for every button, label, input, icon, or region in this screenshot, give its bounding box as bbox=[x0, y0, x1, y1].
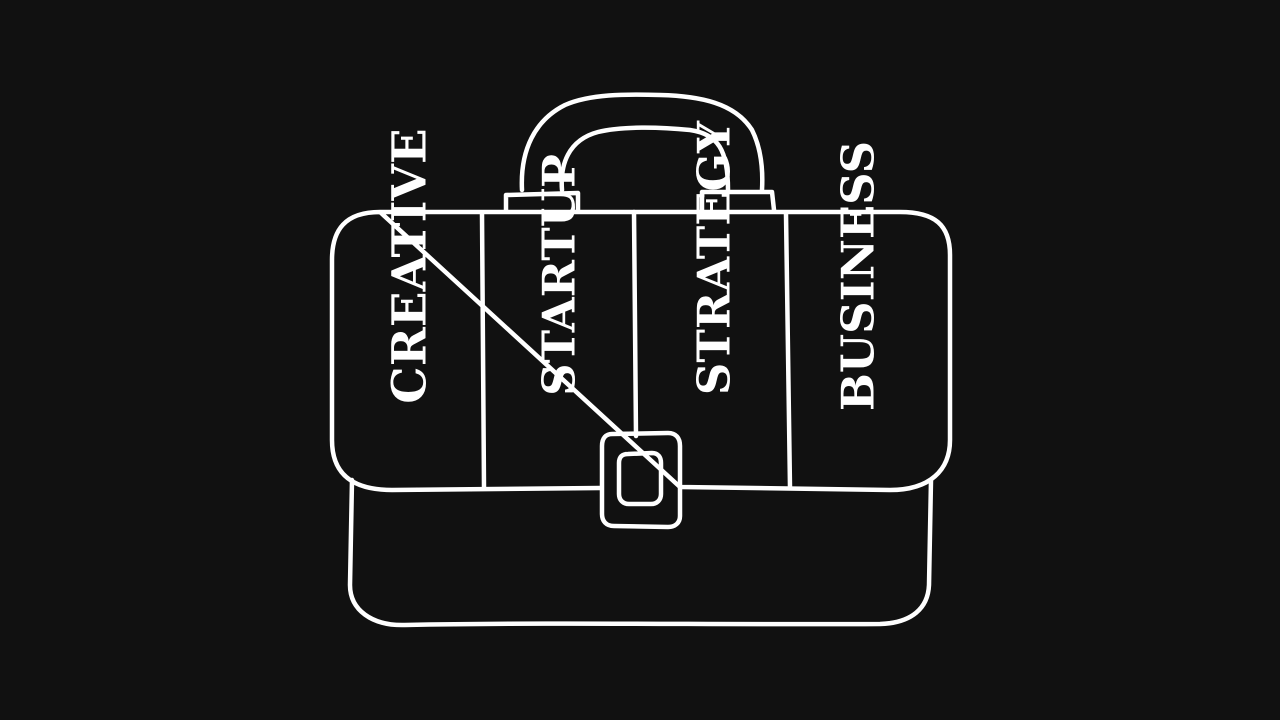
handle-base-right bbox=[699, 189, 777, 213]
label-creative: CREATIVE bbox=[382, 128, 438, 404]
bag-lower-body bbox=[347, 477, 934, 628]
label-startup: STARTUP bbox=[532, 154, 586, 396]
divider-2 bbox=[631, 209, 639, 439]
handle-outer bbox=[519, 92, 765, 193]
divider-1 bbox=[479, 211, 487, 491]
divider-3 bbox=[783, 211, 793, 491]
clasp-icon bbox=[599, 430, 683, 530]
label-strategy: STRATEGY bbox=[687, 120, 741, 396]
handle-base-left bbox=[503, 190, 581, 213]
bag-flap bbox=[329, 209, 953, 493]
label-business: BUSINESS bbox=[831, 140, 885, 412]
handle-inner bbox=[559, 125, 731, 193]
